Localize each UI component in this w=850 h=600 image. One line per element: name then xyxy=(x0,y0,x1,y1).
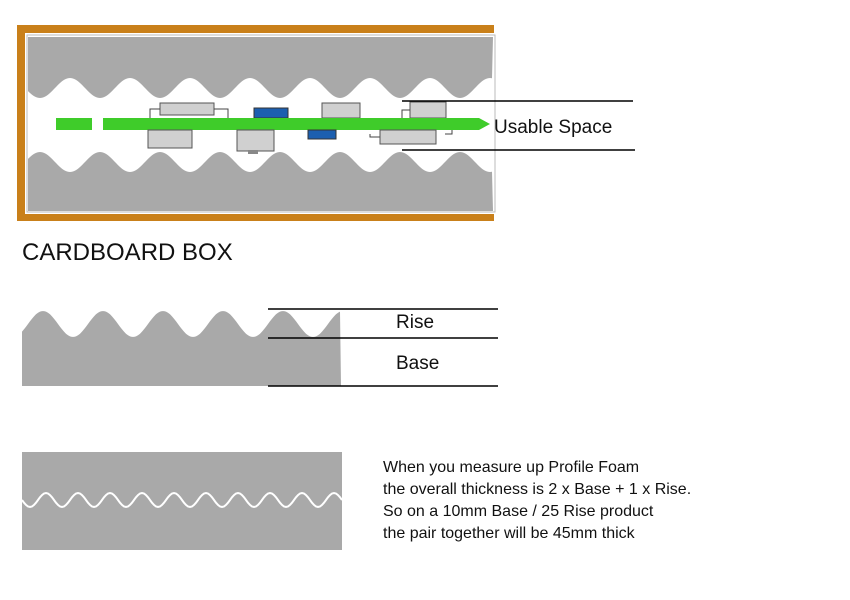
rise-label: Rise xyxy=(396,312,435,333)
small-chip-pad xyxy=(248,150,258,154)
profile-foam-pair-seam xyxy=(21,491,343,509)
base-label: Base xyxy=(396,353,440,374)
note-line: the overall thickness is 2 x Base + 1 x … xyxy=(383,481,692,498)
components-top xyxy=(159,101,447,119)
pcb-white-pad xyxy=(92,118,103,130)
profile-foam-single xyxy=(22,311,341,386)
measurement-note: When you measure up Profile Foam the ove… xyxy=(383,457,691,545)
blue-component-top xyxy=(253,107,289,119)
foam-bottom-layer xyxy=(28,152,493,211)
note-line: When you measure up Profile Foam xyxy=(383,459,640,476)
box-inner-frame xyxy=(26,34,496,213)
note-line: So on a 10mm Base / 25 Rise product xyxy=(383,503,654,520)
foam-top-layer xyxy=(28,37,493,98)
components-bottom xyxy=(147,129,437,152)
box-title: CARDBOARD BOX xyxy=(22,239,233,266)
circuit-board-assembly xyxy=(56,101,490,154)
note-line: the pair together will be 45mm thick xyxy=(383,525,635,542)
blue-component-bottom xyxy=(307,129,337,140)
usable-space-label: Usable Space xyxy=(494,117,613,138)
pcb-tip xyxy=(479,118,490,130)
pcb xyxy=(56,118,479,130)
